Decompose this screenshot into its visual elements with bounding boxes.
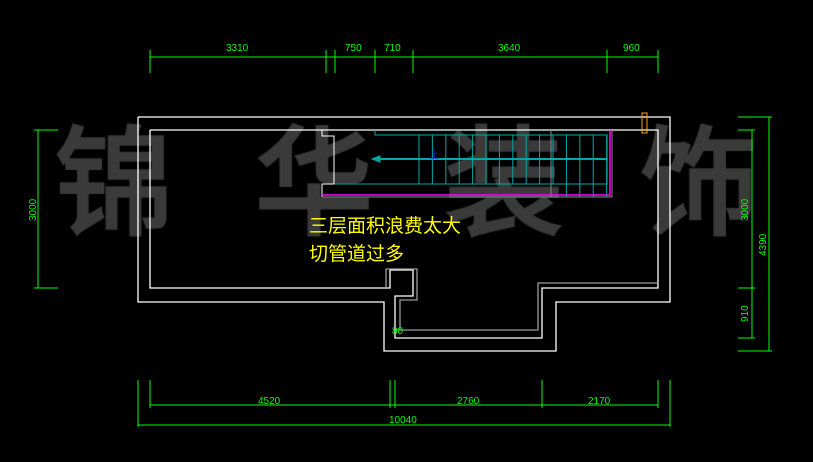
right-dimensions: [738, 116, 772, 352]
dim-label: 710: [384, 43, 401, 54]
column-marker: [641, 112, 648, 134]
dim-label: 2760: [457, 396, 480, 407]
walls: [137, 116, 671, 352]
dim-label: 3310: [226, 43, 249, 54]
annotation-line-2: 切管道过多: [309, 243, 404, 265]
inner-wall: [149, 129, 659, 339]
inner-line: [396, 282, 658, 331]
stair-up-label: 上: [430, 150, 439, 161]
dim-label: 4520: [258, 396, 281, 407]
dim-label: 910: [740, 305, 751, 322]
left-dimension: [34, 129, 58, 289]
stair-wall: [321, 130, 552, 197]
top-dimensions: [149, 50, 659, 73]
stair-treads: [418, 135, 608, 197]
dim-label: 960: [623, 43, 640, 54]
dim-total-label: 10040: [389, 415, 417, 426]
outer-wall: [137, 116, 671, 352]
bottom-dimensions: [137, 380, 671, 427]
pipe-outline: [322, 130, 613, 198]
shaft-line: [385, 268, 418, 330]
dim-label: 3000: [740, 198, 751, 221]
small-dim-label: 80: [392, 326, 404, 337]
dim-total-label: 4390: [758, 233, 769, 256]
annotation-line-1: 三层面积浪费太大: [309, 215, 461, 237]
pipe-line: [322, 130, 611, 196]
dim-label: 750: [345, 43, 362, 54]
dim-label: 2170: [588, 396, 611, 407]
dim-label: 3640: [498, 43, 521, 54]
dim-label: 3000: [28, 198, 39, 221]
